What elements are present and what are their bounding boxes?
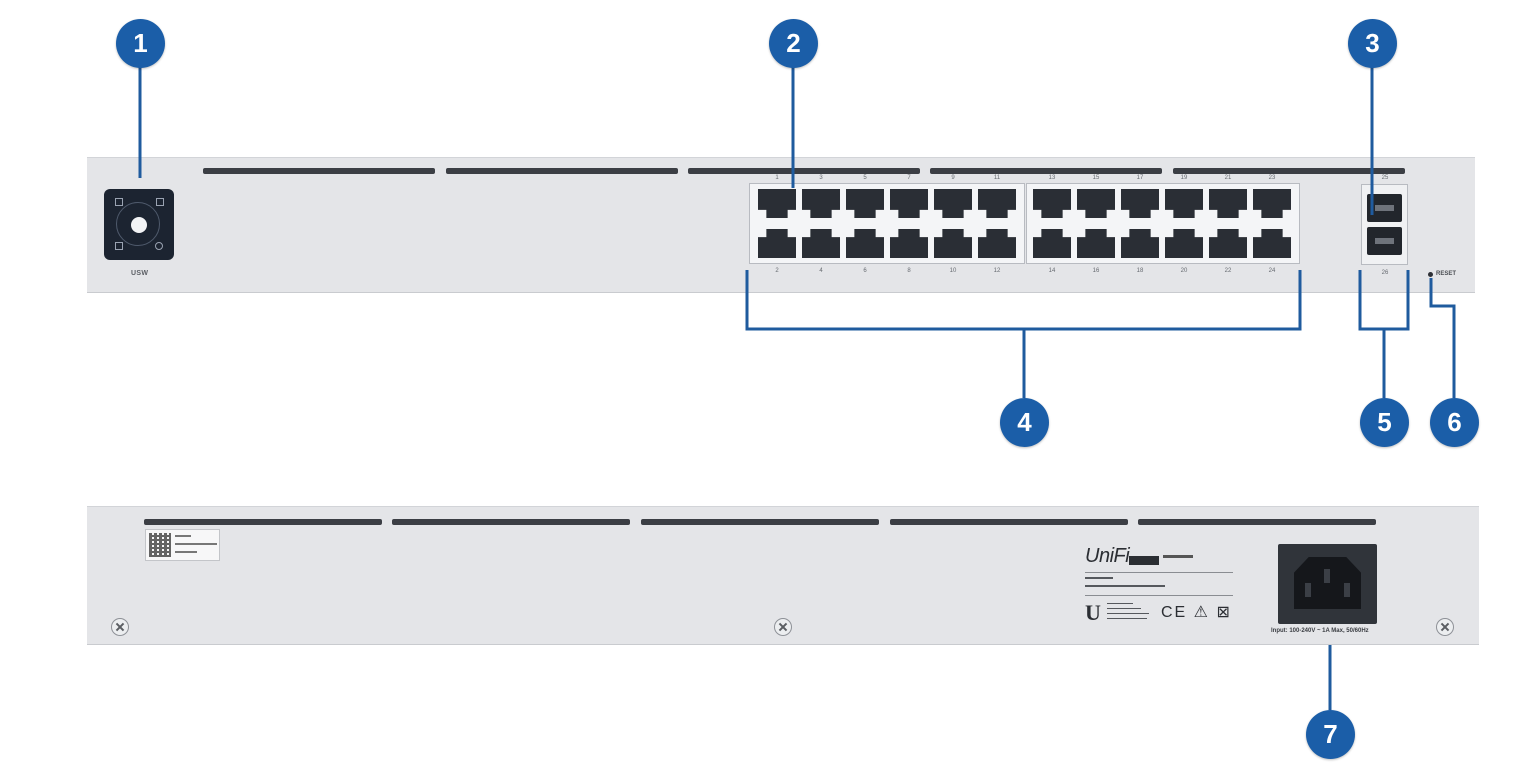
port-number-top: 19 bbox=[1180, 175, 1188, 181]
port-number-bottom: 8 bbox=[907, 268, 911, 274]
label-divider bbox=[1085, 572, 1233, 573]
callout-6: 6 bbox=[1430, 398, 1479, 447]
port-number-top: 1 bbox=[775, 175, 779, 181]
power-pin bbox=[1305, 583, 1311, 597]
vent-slot bbox=[641, 519, 879, 525]
label-divider bbox=[1085, 595, 1233, 596]
network-badge bbox=[1129, 556, 1159, 565]
port-number-bottom: 4 bbox=[819, 268, 823, 274]
sticker-text-line bbox=[175, 551, 197, 553]
certification-marks: CE ⚠ ⊠ bbox=[1161, 604, 1232, 621]
port-number-bottom: 16 bbox=[1092, 268, 1100, 274]
callout-line-5-bracket bbox=[1358, 270, 1410, 331]
port-number-top: 21 bbox=[1224, 175, 1232, 181]
sfp-cage bbox=[1361, 184, 1408, 265]
display-settings-icon bbox=[155, 242, 163, 250]
screw-icon bbox=[1436, 618, 1454, 636]
label-text-line bbox=[1107, 618, 1147, 619]
port-number-bottom: 2 bbox=[775, 268, 779, 274]
port-number-top: 15 bbox=[1092, 175, 1100, 181]
touchscreen-display[interactable] bbox=[104, 189, 174, 260]
port-number-bottom: 10 bbox=[949, 268, 957, 274]
callout-5: 5 bbox=[1360, 398, 1409, 447]
vent-slot bbox=[203, 168, 435, 174]
power-socket[interactable] bbox=[1278, 544, 1377, 624]
display-device-icon bbox=[115, 242, 123, 250]
callout-1: 1 bbox=[116, 19, 165, 68]
sticker-text-line bbox=[175, 543, 217, 545]
vent-slot bbox=[1173, 168, 1405, 174]
sfp-latch bbox=[1375, 205, 1394, 211]
port-number-top: 13 bbox=[1048, 175, 1056, 181]
port-number-bottom: 20 bbox=[1180, 268, 1188, 274]
display-network-icon bbox=[115, 198, 123, 206]
label-text-line bbox=[1085, 577, 1113, 579]
port-number-bottom: 24 bbox=[1268, 268, 1276, 274]
label-text-line bbox=[1107, 603, 1133, 604]
port-number-bottom: 14 bbox=[1048, 268, 1056, 274]
port-number-top: 23 bbox=[1268, 175, 1276, 181]
display-ring bbox=[116, 202, 160, 246]
port-number-top: 17 bbox=[1136, 175, 1144, 181]
iec-c14-inlet bbox=[1294, 557, 1361, 609]
reset-label: RESET bbox=[1436, 271, 1457, 277]
callout-line-6 bbox=[1429, 278, 1456, 398]
vent-slot bbox=[446, 168, 678, 174]
label-text-line bbox=[1107, 613, 1149, 614]
port-number-top: 9 bbox=[951, 175, 955, 181]
power-pin bbox=[1344, 583, 1350, 597]
sfp-port-26[interactable] bbox=[1367, 227, 1402, 255]
sfp-bottom-number: 26 bbox=[1381, 270, 1389, 276]
vent-slot bbox=[890, 519, 1128, 525]
ubiquiti-logo-icon: U bbox=[1085, 600, 1101, 625]
vent-slot bbox=[930, 168, 1162, 174]
rating-label: UniFi U CE ⚠ ⊠ bbox=[1085, 545, 1235, 625]
model-text-line bbox=[1163, 555, 1193, 558]
screw-icon bbox=[111, 618, 129, 636]
qr-code-icon bbox=[149, 533, 171, 557]
sticker-text-line bbox=[175, 535, 191, 537]
display-button[interactable] bbox=[131, 217, 147, 233]
port-number-bottom: 12 bbox=[993, 268, 1001, 274]
vent-slot bbox=[392, 519, 630, 525]
port-number-top: 7 bbox=[907, 175, 911, 181]
model-label: USW bbox=[131, 270, 149, 277]
reset-button[interactable] bbox=[1428, 272, 1433, 277]
port-number-top: 5 bbox=[863, 175, 867, 181]
vent-slot bbox=[144, 519, 382, 525]
callout-2: 2 bbox=[769, 19, 818, 68]
label-text-line bbox=[1107, 608, 1141, 609]
display-lock-icon bbox=[156, 198, 164, 206]
port-number-top: 3 bbox=[819, 175, 823, 181]
power-pin bbox=[1324, 569, 1330, 583]
vent-slot bbox=[1138, 519, 1376, 525]
vent-slot bbox=[688, 168, 920, 174]
sfp-latch bbox=[1375, 238, 1394, 244]
port-number-bottom: 18 bbox=[1136, 268, 1144, 274]
sfp-top-number: 25 bbox=[1381, 175, 1389, 181]
port-number-bottom: 22 bbox=[1224, 268, 1232, 274]
screw-icon bbox=[774, 618, 792, 636]
callout-3: 3 bbox=[1348, 19, 1397, 68]
brand-logo: UniFi bbox=[1085, 545, 1130, 567]
label-text-line bbox=[1085, 585, 1165, 587]
callout-4: 4 bbox=[1000, 398, 1049, 447]
serial-sticker bbox=[145, 529, 220, 561]
port-number-bottom: 6 bbox=[863, 268, 867, 274]
callout-line-4-bracket bbox=[745, 270, 1302, 331]
callout-7: 7 bbox=[1306, 710, 1355, 759]
port-number-top: 11 bbox=[993, 175, 1001, 181]
power-input-label: Input: 100-240V ~ 1A Max, 50/60Hz bbox=[1271, 628, 1369, 634]
